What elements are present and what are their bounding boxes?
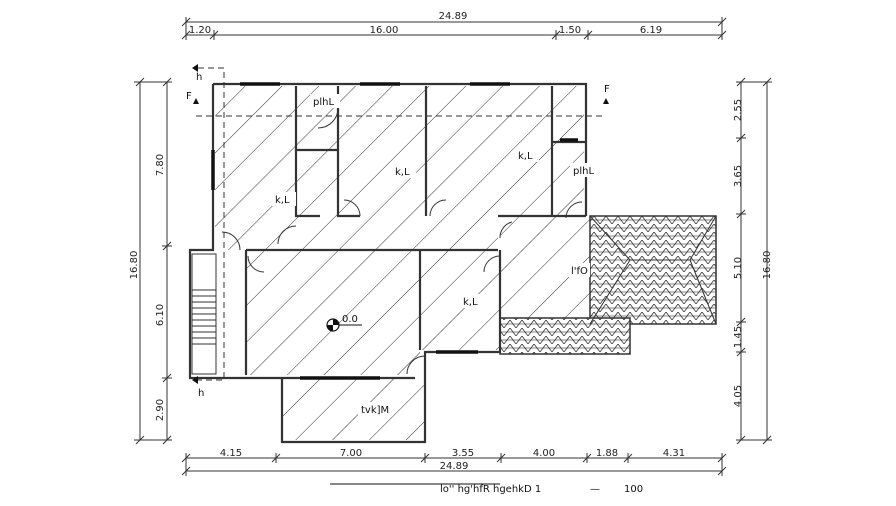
roof-ridges — [589, 215, 717, 325]
bottom-dim-4: 4.00 — [533, 448, 555, 459]
section-mark-f-left: F — [186, 91, 192, 102]
hatched-floor-areas — [215, 86, 590, 440]
right-dim-3: 5.10 — [733, 257, 744, 279]
level-symbol — [326, 318, 362, 332]
top-total-dim: 24.89 — [439, 11, 468, 22]
left-dim-2: 6.10 — [155, 304, 166, 326]
roof-tiles-bottom — [499, 317, 631, 355]
top-dim-1: 1.20 — [189, 25, 211, 36]
room-label-plhl-1: plhL — [313, 97, 334, 108]
bottom-dim-6: 4.31 — [663, 448, 685, 459]
staircase — [191, 253, 217, 375]
label-bg-tvkm — [358, 402, 392, 416]
room-label-kl-3: k,L — [518, 151, 533, 162]
left-dimension-lines — [134, 77, 172, 445]
section-arrows — [192, 64, 609, 384]
top-dimension-lines — [181, 17, 727, 40]
left-total-dim: 16.80 — [129, 251, 140, 280]
section-cut-lines — [196, 67, 606, 381]
right-dim-4: 1.45 — [733, 326, 744, 348]
roof-tiles-right — [589, 215, 717, 325]
right-total-dim: 16.80 — [762, 251, 773, 280]
label-bg-kl-4 — [460, 294, 484, 308]
right-dim-5: 4.05 — [733, 385, 744, 407]
right-dim-2: 3.65 — [733, 165, 744, 187]
left-dim-3: 2.90 — [155, 399, 166, 421]
room-label-lfo: l'fO — [571, 266, 588, 277]
label-bg-lfo — [568, 263, 590, 277]
caption-dash: — — [590, 484, 600, 495]
left-dim-1: 7.80 — [155, 154, 166, 176]
right-dim-1: 2.55 — [733, 99, 744, 121]
room-label-plhl-2: plhL — [573, 166, 594, 177]
bottom-total-dim: 24.89 — [440, 461, 469, 472]
room-label-kl-2: k,L — [395, 167, 410, 178]
bottom-dim-3: 3.55 — [452, 448, 474, 459]
bottom-dim-1: 4.15 — [220, 448, 242, 459]
level-value: 0.0 — [342, 314, 358, 325]
room-label-tvkm: tvk]M — [361, 405, 389, 416]
room-label-kl-1: k,L — [275, 195, 290, 206]
caption-scale: 100 — [624, 484, 643, 495]
section-mark-h-top: h — [196, 72, 202, 83]
room-label-kl-4: k,L — [463, 297, 478, 308]
label-bg-kl-3 — [515, 148, 539, 162]
bottom-dimension-lines — [181, 453, 727, 476]
label-bg-kl-2 — [392, 164, 416, 178]
label-bg-kl-1 — [272, 192, 296, 206]
section-mark-f-right: F — [604, 84, 610, 95]
label-bg-plhl-2 — [570, 163, 600, 177]
bottom-dim-2: 7.00 — [340, 448, 362, 459]
right-dimension-lines — [736, 77, 772, 445]
windows — [211, 82, 578, 380]
walls — [188, 82, 588, 444]
top-dim-3: 1.50 — [559, 25, 581, 36]
section-mark-h-bottom: h — [198, 388, 204, 399]
caption-text: lo'' hg'hfR hgehkD 1 — [440, 484, 541, 495]
label-bg-plhl-1 — [310, 94, 340, 108]
bottom-dim-5: 1.88 — [596, 448, 618, 459]
top-dim-2: 16.00 — [370, 25, 399, 36]
top-dim-4: 6.19 — [640, 25, 662, 36]
